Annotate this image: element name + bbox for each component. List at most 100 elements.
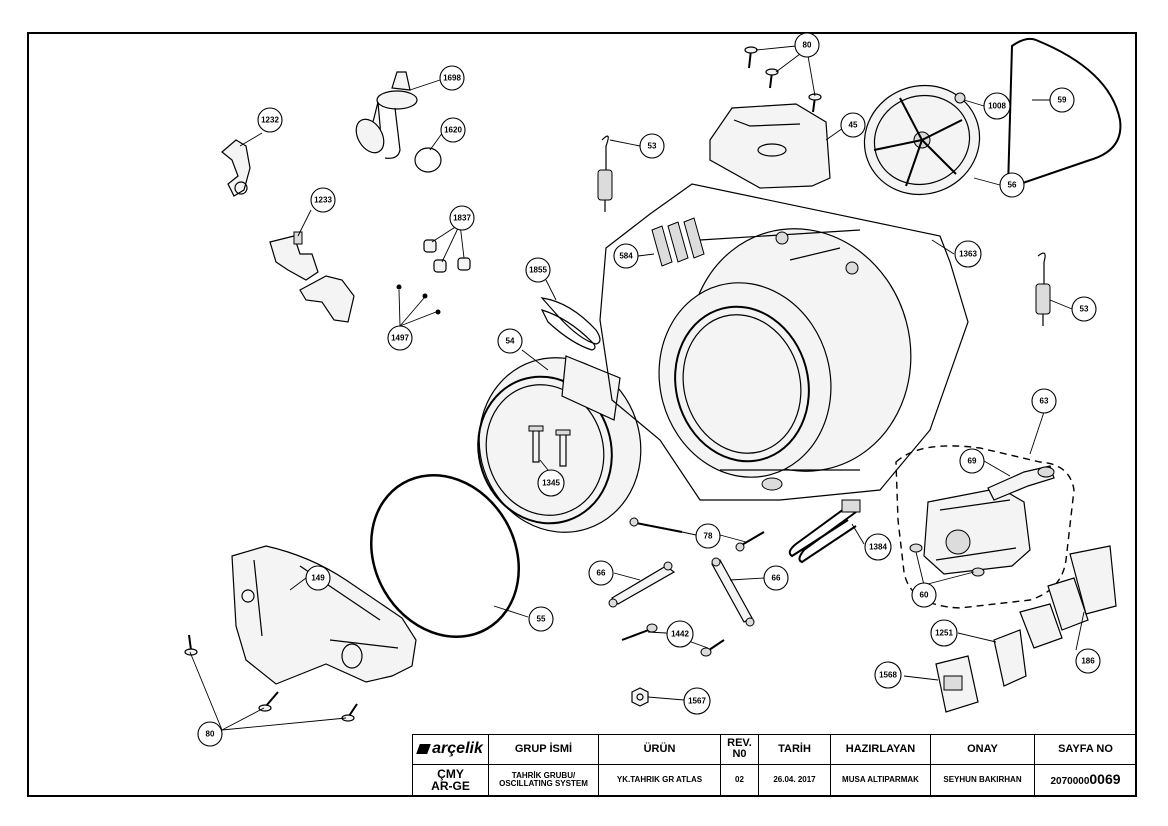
svg-text:55: 55 [537,615,546,624]
header-date: TARİH [758,734,831,765]
header-approval: ONAY [930,734,1035,765]
part-1008-nut [954,92,966,104]
part-55-tub-gasket [370,474,520,638]
svg-text:1008: 1008 [988,102,1006,111]
part-60-motor-screws [909,543,985,577]
prepared-by-value: MUSA ALTIPARMAK [830,763,931,797]
svg-text:54: 54 [506,337,515,346]
part-1442-bolts [621,623,725,657]
department-line2: AR-GE [431,778,470,793]
header-revision-line2: N0 [732,748,747,761]
callout-1232: 1232 [257,107,283,133]
part-66-damper-right [711,557,755,627]
svg-text:1232: 1232 [261,116,279,125]
svg-text:63: 63 [1040,397,1049,406]
callout-186: 186 [1075,648,1101,674]
part-149-bracket [231,545,417,685]
callout-1567: 1567 [683,687,711,715]
svg-text:1442: 1442 [671,630,689,639]
part-1497-screws [396,284,441,315]
part-1837-caps [423,239,471,273]
part-45-counterweight [709,103,831,189]
svg-text:53: 53 [648,142,657,151]
callout-1698: 1698 [439,65,465,91]
svg-text:78: 78 [704,532,713,541]
page-no-suffix: 0069 [1089,770,1121,787]
arcelik-logo-icon [416,744,431,755]
svg-text:60: 60 [920,591,929,600]
svg-text:59: 59 [1058,96,1067,105]
callout-60: 60 [911,582,937,608]
part-80-screws-top [744,46,822,113]
header-revision-line1: REV. [727,736,752,749]
callout-80-bottom: 80 [197,721,223,747]
svg-text:1620: 1620 [444,126,462,135]
callout-78: 78 [695,523,721,549]
date-value: 26.04. 2017 [758,763,831,797]
svg-text:66: 66 [597,569,606,578]
svg-text:186: 186 [1081,657,1095,666]
svg-text:80: 80 [803,41,812,50]
header-group-name: GRUP İSMİ [488,734,599,765]
leader-lines [189,45,1085,731]
callout-69: 69 [959,448,985,474]
part-584-pads [651,217,705,267]
header-page-no: SAYFA NO [1034,734,1137,765]
svg-text:1497: 1497 [391,334,409,343]
callout-80-top: 80 [794,32,820,58]
part-66-damper-left [608,561,676,608]
callout-66-right: 66 [763,565,789,591]
part-1620-seal-ring [414,147,442,173]
svg-text:1345: 1345 [542,479,560,488]
callout-1363: 1363 [954,240,982,268]
svg-text:56: 56 [1008,181,1017,190]
part-1345-bolts [528,425,571,467]
department-line1: ÇMY [437,766,464,781]
approved-by-value: SEYHUN BAKIRHAN [930,763,1035,797]
callout-1497: 1497 [387,325,413,351]
header-product: ÜRÜN [598,734,721,765]
callout-1008: 1008 [983,92,1011,120]
svg-text:1384: 1384 [869,543,887,552]
part-1855-clamp-bands [540,297,601,351]
callout-1855: 1855 [525,257,551,283]
part-1232-clamp [221,139,251,197]
svg-text:1233: 1233 [314,196,332,205]
callout-1233: 1233 [310,187,336,213]
callout-1620: 1620 [440,117,466,143]
group-name-value: TAHRİK GRUBU/ OSCILLATING SYSTEM [488,763,599,797]
part-69-motor-bracket [987,465,1055,501]
svg-text:1855: 1855 [529,266,547,275]
callout-54: 54 [497,328,523,354]
part-59-drive-belt [1006,37,1122,190]
callout-45: 45 [840,112,866,138]
svg-text:1363: 1363 [959,250,977,259]
page-no-prefix: 2070000 [1050,775,1090,787]
part-186-module [1047,545,1117,631]
part-1233-holder [269,231,355,323]
part-1251-pcb [993,603,1063,687]
svg-text:149: 149 [311,574,325,583]
header-revision: REV. N0 [720,734,759,765]
callout-63: 63 [1031,388,1057,414]
svg-text:584: 584 [619,252,633,261]
drawing-frame [27,32,1137,797]
part-motor [923,487,1031,575]
part-78-pins [629,517,765,552]
callout-1837: 1837 [449,205,475,231]
svg-text:1567: 1567 [688,697,706,706]
company-logo: arçelik [432,740,483,758]
product-value: YK.TAHRIK GR ATLAS [598,763,721,797]
page-no-value: 20700000069 [1034,763,1137,797]
callout-1384: 1384 [864,533,892,561]
callout-55: 55 [528,606,554,632]
part-1363-tub-boundary [599,183,969,501]
svg-text:1251: 1251 [935,629,953,638]
group-name-line1: TAHRİK GRUBU/ [511,770,576,780]
part-1384-heater [788,499,861,564]
part-1698-drain-elbow [355,71,418,159]
svg-text:45: 45 [849,121,858,130]
part-1567-nut [631,687,649,707]
callout-66-left: 66 [588,560,614,586]
